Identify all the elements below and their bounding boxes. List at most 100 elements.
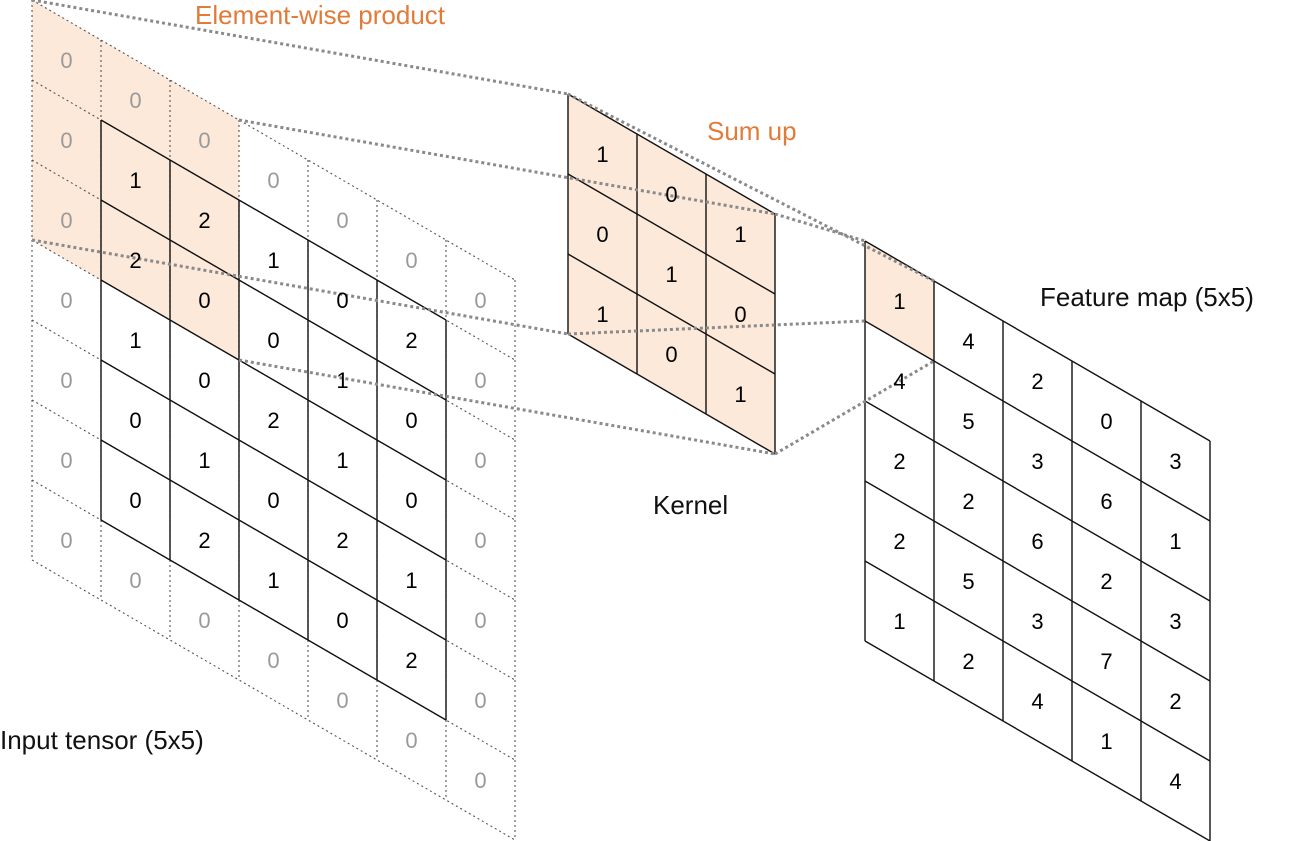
input-value: 2 bbox=[267, 408, 279, 433]
feature-map-value: 4 bbox=[893, 369, 905, 394]
padding-value: 0 bbox=[60, 208, 72, 233]
feature-map-value: 2 bbox=[1100, 569, 1112, 594]
number-layer: 0 0 0 0 0 0 0 0 1 2 1 0 2 0 0 2 0 0 1 0 0 0 1 0 2 1 0 0 0 0 1 0 2 1 0 0 0 2 1 0… bbox=[60, 48, 1181, 794]
padding-value: 0 bbox=[60, 128, 72, 153]
padding-value: 0 bbox=[129, 568, 141, 593]
input-value: 0 bbox=[336, 608, 348, 633]
padding-value: 0 bbox=[60, 288, 72, 313]
feature-map-value: 3 bbox=[1169, 449, 1181, 474]
feature-map-value: 2 bbox=[893, 529, 905, 554]
input-grid-line bbox=[100, 519, 447, 721]
padding-value: 0 bbox=[129, 88, 141, 113]
input-grid-line bbox=[100, 199, 447, 401]
feature-map-value: 3 bbox=[1031, 449, 1043, 474]
input-value: 2 bbox=[129, 248, 141, 273]
grid-layer bbox=[31, 0, 1211, 841]
connector-line bbox=[238, 358, 776, 456]
sum-up-label: Sum up bbox=[707, 116, 797, 146]
feature-map-grid-line bbox=[864, 560, 1211, 762]
padding-value: 0 bbox=[474, 608, 486, 633]
input-value: 0 bbox=[198, 368, 210, 393]
feature-map-label: Feature map (5x5) bbox=[1040, 282, 1254, 312]
input-highlight-cell bbox=[32, 160, 101, 280]
connector-line bbox=[238, 118, 776, 216]
feature-map-value: 0 bbox=[1100, 409, 1112, 434]
feature-map-grid-line bbox=[864, 480, 1211, 682]
feature-map-value: 6 bbox=[1031, 529, 1043, 554]
kernel-value: 0 bbox=[734, 302, 746, 327]
input-value: 0 bbox=[405, 488, 417, 513]
padding-grid-line bbox=[31, 0, 516, 281]
input-value: 0 bbox=[267, 328, 279, 353]
kernel-grid-line bbox=[567, 173, 776, 295]
padding-value: 0 bbox=[474, 288, 486, 313]
padding-value: 0 bbox=[60, 448, 72, 473]
input-value: 2 bbox=[405, 648, 417, 673]
feature-map-value: 4 bbox=[1031, 689, 1043, 714]
kernel-value: 1 bbox=[596, 142, 608, 167]
input-grid-line bbox=[100, 439, 447, 641]
feature-map-value: 1 bbox=[1100, 729, 1112, 754]
padding-grid-line bbox=[31, 559, 516, 841]
padding-value: 0 bbox=[336, 688, 348, 713]
feature-map-value: 4 bbox=[962, 329, 974, 354]
kernel-value: 1 bbox=[665, 262, 677, 287]
padding-value: 0 bbox=[60, 528, 72, 553]
feature-map-value: 2 bbox=[962, 649, 974, 674]
kernel-value: 1 bbox=[596, 302, 608, 327]
kernel-value: 0 bbox=[665, 182, 677, 207]
feature-map-value: 2 bbox=[1031, 369, 1043, 394]
padding-value: 0 bbox=[405, 248, 417, 273]
padding-value: 0 bbox=[198, 128, 210, 153]
feature-map-value: 3 bbox=[1169, 609, 1181, 634]
kernel-grid-line bbox=[567, 253, 776, 375]
input-value: 1 bbox=[129, 168, 141, 193]
feature-map-value: 1 bbox=[893, 289, 905, 314]
input-value: 0 bbox=[129, 488, 141, 513]
input-grid-line bbox=[100, 359, 447, 561]
feature-map-grid-line bbox=[864, 640, 1211, 841]
feature-map-value: 5 bbox=[962, 409, 974, 434]
kernel-grid-line bbox=[567, 93, 776, 215]
padding-value: 0 bbox=[474, 528, 486, 553]
feature-map-value: 3 bbox=[1031, 609, 1043, 634]
input-value: 1 bbox=[267, 568, 279, 593]
feature-map-value: 6 bbox=[1100, 489, 1112, 514]
padding-value: 0 bbox=[60, 48, 72, 73]
input-value: 1 bbox=[267, 248, 279, 273]
feature-map-value: 2 bbox=[962, 489, 974, 514]
kernel-value: 1 bbox=[734, 222, 746, 247]
padding-value: 0 bbox=[474, 768, 486, 793]
input-grid-line bbox=[100, 279, 447, 481]
input-value: 1 bbox=[405, 568, 417, 593]
elementwise-product-label: Element-wise product bbox=[195, 0, 446, 30]
padding-value: 0 bbox=[474, 688, 486, 713]
connector-line bbox=[567, 92, 935, 283]
input-value: 1 bbox=[129, 328, 141, 353]
input-value: 2 bbox=[198, 208, 210, 233]
connector-line bbox=[567, 319, 866, 336]
connector-line bbox=[31, 0, 569, 96]
padding-value: 0 bbox=[474, 368, 486, 393]
feature-map-value: 1 bbox=[893, 609, 905, 634]
connector-line bbox=[31, 238, 569, 336]
kernel-grid-line bbox=[567, 333, 776, 455]
feature-map-value: 1 bbox=[1169, 529, 1181, 554]
input-value: 0 bbox=[198, 288, 210, 313]
connector-line bbox=[774, 212, 866, 243]
input-grid-line bbox=[100, 119, 447, 321]
feature-map-value: 4 bbox=[1169, 769, 1181, 794]
kernel-value: 1 bbox=[734, 382, 746, 407]
feature-map-value: 2 bbox=[1169, 689, 1181, 714]
padding-value: 0 bbox=[336, 208, 348, 233]
input-value: 0 bbox=[267, 488, 279, 513]
connector-line bbox=[774, 359, 935, 456]
input-value: 0 bbox=[129, 408, 141, 433]
connector-layer bbox=[31, 0, 935, 456]
input-value: 2 bbox=[198, 528, 210, 553]
kernel-label: Kernel bbox=[653, 490, 728, 520]
feature-map-value: 5 bbox=[962, 569, 974, 594]
feature-map-value: 2 bbox=[893, 449, 905, 474]
kernel-value: 0 bbox=[596, 222, 608, 247]
